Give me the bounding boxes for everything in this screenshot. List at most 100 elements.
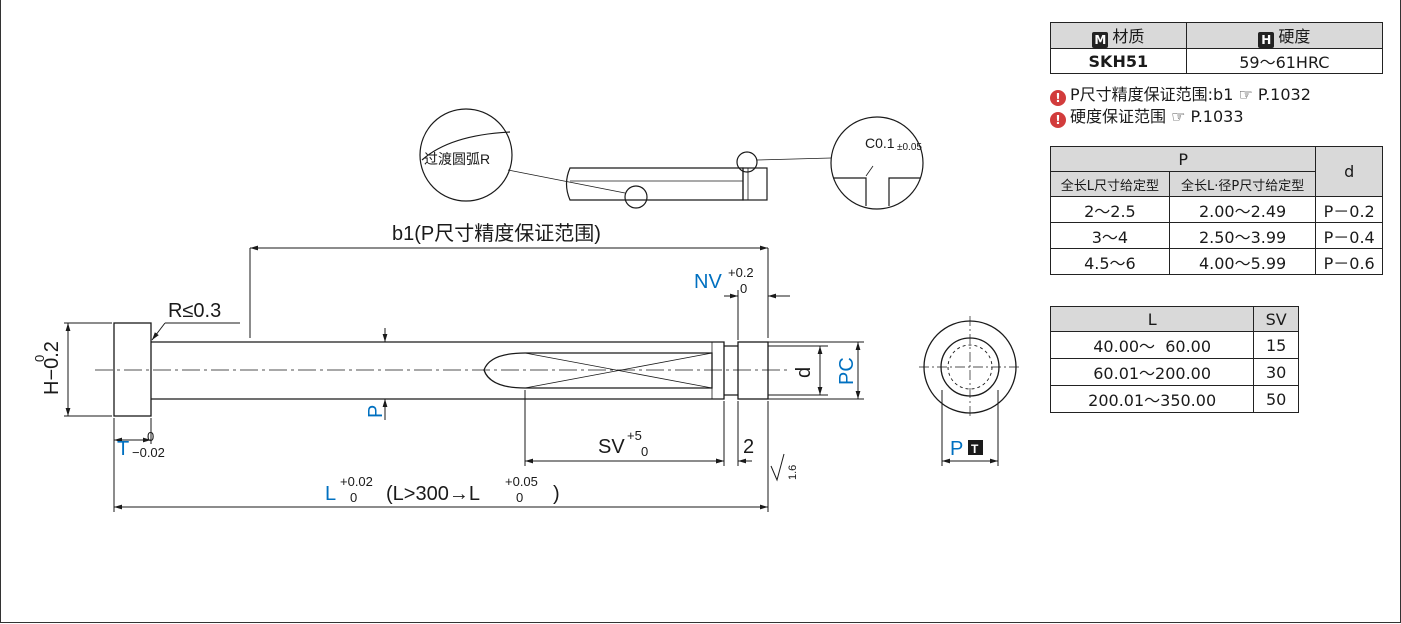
detail-pin-tip xyxy=(742,167,768,201)
end-view-mark-box xyxy=(968,440,983,455)
p-subheader-length: 全长L尺寸给定型 xyxy=(1050,171,1170,197)
l-cond-tol-lower: 0 xyxy=(516,490,523,505)
sv-tol-lower: 0 xyxy=(641,444,648,459)
detail-pin-body xyxy=(565,167,744,201)
roughness-symbol xyxy=(770,453,785,482)
table-row: 60.01～200.00 30 xyxy=(1049,358,1299,386)
hardness-header-label: 硬度 xyxy=(1278,27,1311,46)
radius-leader xyxy=(151,322,166,341)
sv-header: SV xyxy=(1253,306,1299,332)
note-text: P尺寸精度保证范围:b1 xyxy=(1070,85,1234,104)
note-ref-link[interactable]: P.1032 xyxy=(1257,85,1311,104)
detail-marker-right xyxy=(736,151,758,173)
pc-label: PC xyxy=(836,357,858,385)
material-header-label: 材质 xyxy=(1112,27,1145,46)
notes: !P尺寸精度保证范围:b1 ☞ P.1032 !硬度保证范围 ☞ P.1033 xyxy=(1050,84,1311,128)
l-sv-table: L SV 40.00～ 60.00 15 60.01～200.00 30 200… xyxy=(1049,306,1299,413)
hardness-value: 59～61HRC xyxy=(1185,48,1384,74)
flat-relief xyxy=(483,352,713,389)
sv-tol-upper: +5 xyxy=(627,428,642,443)
t-tol-lower: −0.02 xyxy=(132,445,165,460)
table-cell: 3～4 xyxy=(1050,222,1170,249)
l-tol-lower: 0 xyxy=(350,490,357,505)
nv-tol-lower: 0 xyxy=(740,281,747,296)
detail-marker-left xyxy=(624,185,648,209)
d-header: d xyxy=(1315,146,1383,197)
d-label: d xyxy=(793,367,815,378)
warning-icon: ! xyxy=(1050,112,1066,128)
pin-head xyxy=(113,322,152,417)
p-label: P xyxy=(365,405,387,418)
table-cell: 200.01～350.00 xyxy=(1049,385,1255,413)
magnified-chamfer-circle xyxy=(830,116,924,210)
table-cell: P－0.4 xyxy=(1315,222,1383,249)
table-row: 2～2.5 2.00～2.49 P－0.2 xyxy=(1050,196,1383,223)
table-row: 3～4 2.50～3.99 P－0.4 xyxy=(1050,222,1383,249)
hand-pointer-icon: ☞ xyxy=(1238,85,1253,104)
b1-label: b1(P尺寸精度保证范围) xyxy=(392,222,601,245)
end-view-label: P xyxy=(950,438,963,460)
end-view-mark: T xyxy=(971,442,979,456)
pin-shank xyxy=(151,341,725,400)
note-text: 硬度保证范围 xyxy=(1070,107,1167,126)
chamfer-leader xyxy=(865,165,874,177)
h-label: H−0.2 xyxy=(41,341,63,395)
magnified-transition-circle xyxy=(419,108,513,202)
pin-side-view xyxy=(95,322,790,417)
l-header: L xyxy=(1049,306,1255,332)
detail-leader-right xyxy=(756,157,832,161)
nv-tol-upper: +0.2 xyxy=(728,265,754,280)
hand-pointer-icon: ☞ xyxy=(1171,107,1186,126)
table-row: 4.5～6 4.00～5.99 P－0.6 xyxy=(1050,248,1383,275)
hardness-mark-icon: H xyxy=(1258,32,1275,48)
sv-label: SV xyxy=(598,436,625,458)
table-cell: 2.50～3.99 xyxy=(1168,222,1317,249)
table-cell: 60.01～200.00 xyxy=(1049,358,1255,386)
table-cell: 15 xyxy=(1253,331,1299,359)
transition-label: 过渡圆弧R xyxy=(424,151,490,167)
detail-view xyxy=(419,108,924,210)
nv-label: NV xyxy=(694,271,722,293)
p-d-table: P d 全长L尺寸给定型 全长L·径P尺寸给定型 2～2.5 2.00～2.49… xyxy=(1049,146,1383,275)
p-subheader-length-diameter: 全长L·径P尺寸给定型 xyxy=(1168,171,1317,197)
l-label: L xyxy=(325,483,336,505)
table-cell: P－0.2 xyxy=(1315,196,1383,223)
warning-icon: ! xyxy=(1050,90,1066,106)
l-tol-upper: +0.02 xyxy=(340,474,373,489)
chamfer-label: C0.1 xyxy=(865,135,895,151)
table-row: 40.00～ 60.00 15 xyxy=(1049,331,1299,359)
transition-arc xyxy=(421,131,511,161)
table-cell: 40.00～ 60.00 xyxy=(1049,331,1255,359)
dimensions xyxy=(64,245,864,512)
table-cell: 4.00～5.99 xyxy=(1168,248,1317,275)
table-cell: 2.00～2.49 xyxy=(1168,196,1317,223)
material-mark-icon: M xyxy=(1092,32,1109,48)
table-cell: P－0.6 xyxy=(1315,248,1383,275)
note-item: !硬度保证范围 ☞ P.1033 xyxy=(1050,106,1311,128)
pin-tip xyxy=(737,341,769,400)
table-cell: 4.5～6 xyxy=(1050,248,1170,275)
roughness-value: 1.6 xyxy=(787,465,799,480)
l-cond-close: ) xyxy=(553,483,560,505)
pin-neck xyxy=(724,345,738,396)
two-label: 2 xyxy=(743,436,754,458)
t-label: T xyxy=(117,438,129,460)
chamfer-profile xyxy=(833,177,920,206)
l-condition: (L>300→L xyxy=(386,483,480,505)
p-header: P xyxy=(1049,146,1317,172)
table-cell: 30 xyxy=(1253,358,1299,386)
note-ref-link[interactable]: P.1033 xyxy=(1190,107,1244,126)
note-item: !P尺寸精度保证范围:b1 ☞ P.1032 xyxy=(1050,84,1311,106)
radius-label: R≤0.3 xyxy=(168,300,221,322)
h-tol-upper: 0 xyxy=(32,355,47,362)
l-cond-tol-upper: +0.05 xyxy=(505,474,538,489)
material-value: SKH51 xyxy=(1050,48,1187,74)
end-view xyxy=(919,316,1021,466)
flat-cross-2 xyxy=(524,352,713,389)
t-tol-upper: 0 xyxy=(147,429,154,444)
chamfer-tol: ±0.05 xyxy=(897,142,922,153)
